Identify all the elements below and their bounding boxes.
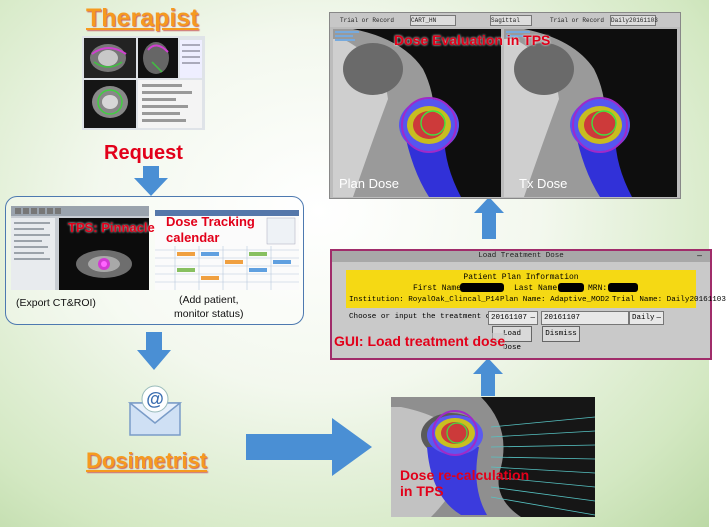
- redacted-first-name: [460, 283, 504, 292]
- recalculation-graphic: [391, 397, 596, 517]
- therapist-heading: Therapist: [86, 4, 199, 32]
- first-name-label: First Name:: [413, 284, 466, 293]
- down-arrow-icon: [137, 332, 171, 370]
- dropdown-arrow-icon: —: [530, 314, 535, 322]
- frequency-dropdown-value: Daily: [632, 314, 655, 322]
- plan-dose-graphic: [333, 29, 501, 197]
- plan-dose-view: [333, 29, 501, 197]
- calendar-graphic: [155, 210, 299, 290]
- patient-plan-info-panel: Patient Plan Information First Name: Las…: [346, 270, 726, 308]
- trial-dropdown-left[interactable]: CART_HN: [410, 15, 456, 26]
- calendar-label-line2: calendar: [166, 230, 220, 245]
- dialog-title-bar: Load Treatment Dose: [332, 251, 710, 262]
- trial-or-record-label-left: Trial or Record: [340, 17, 395, 24]
- tps-screenshot-graphic: [11, 206, 149, 290]
- tps-pinnacle-label: TPS: Pinnacle: [68, 220, 155, 235]
- recalc-label-line2: in TPS: [400, 483, 444, 499]
- dose-tracking-calendar-label: Dose Tracking calendar: [166, 214, 286, 246]
- trial-name-text: Trial Name: Daily20161103: [612, 296, 726, 304]
- view-dropdown[interactable]: Sagittal: [490, 15, 532, 26]
- dismiss-button[interactable]: Dismiss: [542, 326, 580, 342]
- institution-text: Institution: RoyalOak_Clincal_P14: [349, 296, 500, 304]
- request-label: Request: [104, 142, 183, 164]
- calendar-caption-line1: (Add patient,: [178, 294, 239, 306]
- therapist-screenshot-graphic: [82, 36, 205, 130]
- right-arrow-icon: [246, 418, 372, 476]
- gui-load-treatment-dose-label: GUI: Load treatment dose: [334, 333, 506, 349]
- tx-dose-view: [504, 29, 677, 197]
- redacted-last-name: [558, 283, 584, 292]
- redacted-mrn: [608, 283, 638, 292]
- load-treatment-dose-dialog: Load Treatment Dose — Patient Plan Infor…: [330, 249, 726, 360]
- calendar-label-line1: Dose Tracking: [166, 214, 255, 229]
- date-dropdown-value: 20161107: [491, 314, 528, 322]
- up-arrow-icon: [473, 358, 503, 396]
- dose-recalculation-label: Dose re-calculation in TPS: [400, 467, 529, 499]
- dosimetrist-heading: Dosimetrist: [86, 448, 208, 473]
- therapist-screenshot: [82, 36, 205, 130]
- last-name-label: Last Name:: [514, 284, 563, 293]
- dose-evaluation-window: Trial or Record CART_HN Sagittal Trial o…: [329, 12, 681, 199]
- dose-eval-toolbar: Trial or Record CART_HN Sagittal Trial o…: [330, 13, 680, 27]
- plan-dose-label: Plan Dose: [339, 176, 399, 191]
- down-arrow-icon: [134, 166, 168, 196]
- calendar-caption-line2: monitor status): [174, 308, 244, 320]
- export-ct-roi-caption: (Export CT&ROI): [16, 297, 96, 309]
- tps-pinnacle-screenshot: [11, 206, 149, 290]
- dialog-close-button[interactable]: —: [697, 252, 702, 261]
- up-arrow-icon: [474, 197, 504, 239]
- dialog-title: Load Treatment Dose: [478, 252, 564, 260]
- dropdown-arrow-icon: —: [656, 314, 661, 322]
- trial-or-record-label-right: Trial or Record: [550, 17, 605, 24]
- plan-name-text: Plan Name: Adaptive_MOD2: [500, 296, 610, 304]
- dose-evaluation-label: Dose Evaluation in TPS: [394, 32, 551, 48]
- add-patient-caption: (Add patient, monitor status): [174, 293, 243, 321]
- date-dropdown[interactable]: 20161107 —: [488, 311, 538, 325]
- svg-text:@: @: [146, 389, 164, 409]
- mrn-label: MRN:: [588, 284, 608, 293]
- frequency-dropdown[interactable]: Daily —: [629, 311, 664, 325]
- email-icon: @: [127, 385, 183, 437]
- treatment-date-prompt: Choose or input the treatment date:: [349, 313, 509, 321]
- recalc-label-line1: Dose re-calculation: [400, 467, 530, 483]
- tx-dose-graphic: [504, 29, 677, 197]
- dose-recalculation-screenshot: [391, 397, 596, 517]
- date-input[interactable]: 20161107: [541, 311, 629, 325]
- dose-tracking-calendar-screenshot: [155, 210, 299, 290]
- patient-plan-info-heading: Patient Plan Information: [463, 273, 579, 282]
- trial-dropdown-right[interactable]: Daily20161103: [610, 15, 658, 26]
- tx-dose-label: Tx Dose: [519, 176, 568, 191]
